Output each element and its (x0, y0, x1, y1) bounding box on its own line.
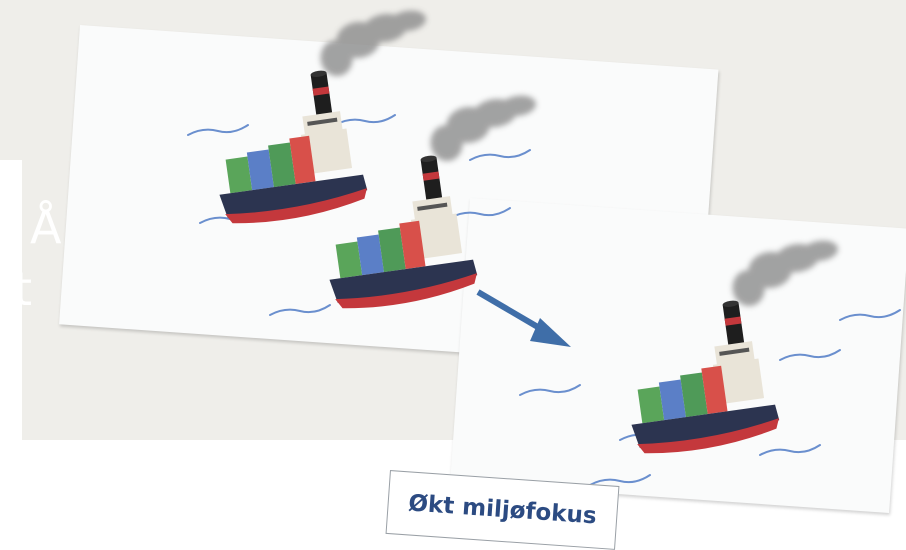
ship-icon (198, 8, 451, 228)
caption-text: Økt miljøfokus (408, 490, 598, 529)
ship-icon (610, 238, 863, 458)
arrow-icon (478, 292, 571, 347)
